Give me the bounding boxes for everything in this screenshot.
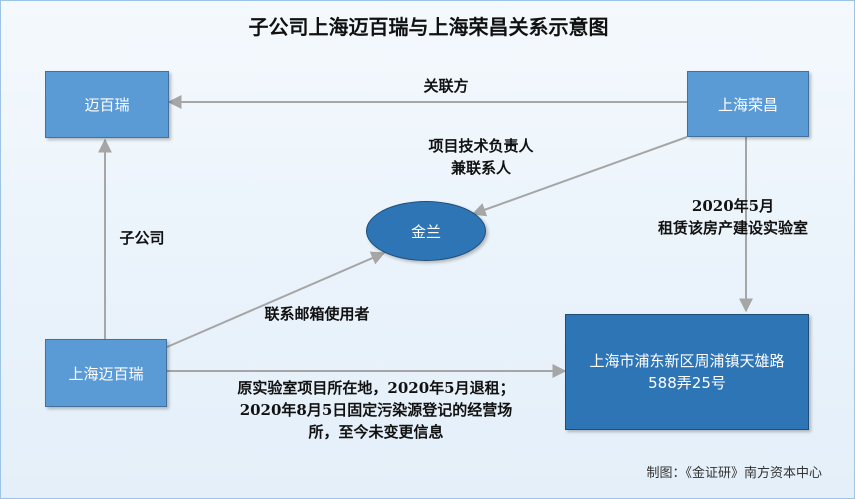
label-tech-lead-line2: 兼联系人 <box>450 159 511 177</box>
node-shanghai-rongchang: 上海荣昌 <box>687 71 809 137</box>
node-shanghai-rongchang-label: 上海荣昌 <box>717 95 778 114</box>
arrow-rongchang-to-jinlan <box>471 136 688 217</box>
node-shanghai-maibairui: 上海迈百瑞 <box>45 339 167 407</box>
label-lease-line1: 2020年5月 <box>691 197 775 215</box>
label-tech-lead-line1: 项目技术负责人 <box>428 137 534 155</box>
node-jinlan-label: 金兰 <box>410 222 441 241</box>
diagram-title: 子公司上海迈百瑞与上海荣昌关系示意图 <box>248 15 609 39</box>
label-subsidiary: 子公司 <box>119 229 165 247</box>
label-lease: 2020年5月 租赁该房产建设实验室 <box>623 195 843 239</box>
node-address: 上海市浦东新区周浦镇天雄路588弄25号 <box>565 314 809 430</box>
node-jinlan: 金兰 <box>366 201 486 261</box>
label-related-party: 关联方 <box>423 77 469 95</box>
label-original-site-line1: 原实验室项目所在地，2020年5月退租； <box>237 379 515 397</box>
label-tech-lead: 项目技术负责人 兼联系人 <box>396 135 566 179</box>
label-original-site-line3: 所，至今未变更信息 <box>308 423 444 441</box>
footer-credit: 制图：《金证研》南方资本中心 <box>646 466 822 481</box>
node-address-label: 上海市浦东新区周浦镇天雄路588弄25号 <box>589 352 785 392</box>
node-maibairui-label: 迈百瑞 <box>84 96 130 114</box>
label-email-user: 联系邮箱使用者 <box>264 305 370 323</box>
label-lease-line2: 租赁该房产建设实验室 <box>657 219 808 237</box>
node-shanghai-maibairui-label: 上海迈百瑞 <box>68 364 144 383</box>
node-maibairui: 迈百瑞 <box>45 71 169 138</box>
label-original-site: 原实验室项目所在地，2020年5月退租； 2020年8月5日固定污染源登记的经营… <box>201 377 551 443</box>
label-original-site-line2: 2020年8月5日固定污染源登记的经营场 <box>239 401 513 419</box>
arrow-shanghai-maibairui-to-jinlan <box>166 251 386 348</box>
